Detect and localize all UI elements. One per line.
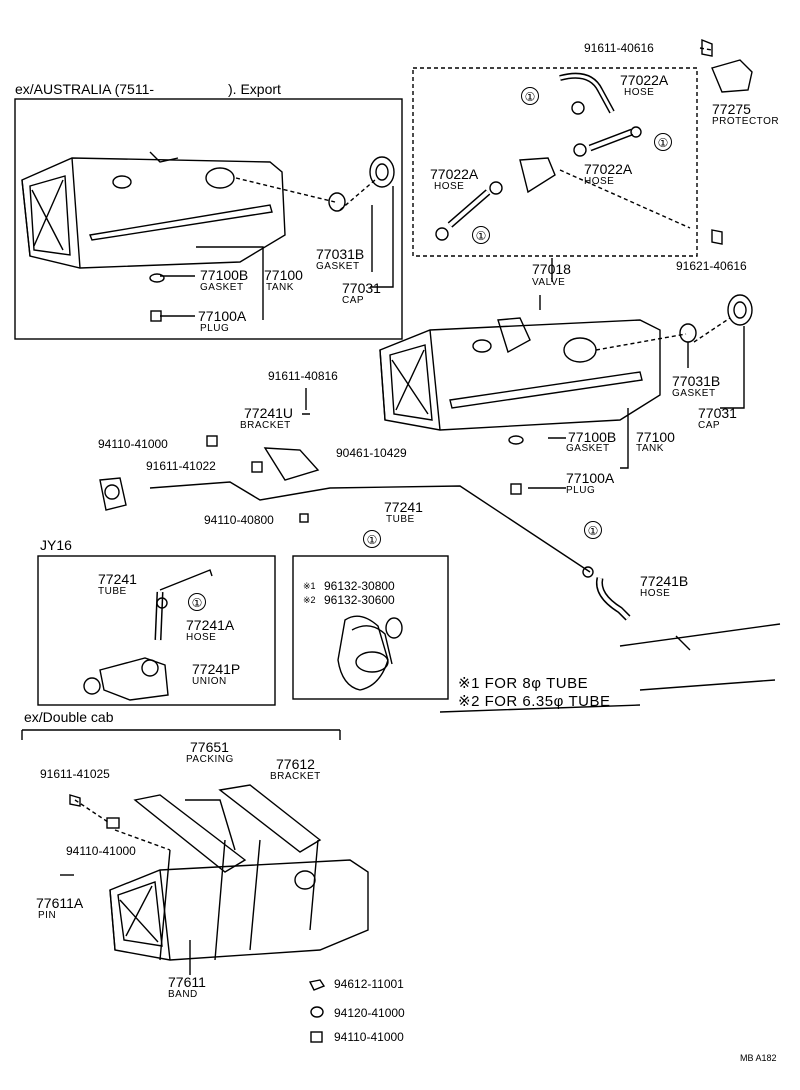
- main-77100a-name: PLUG: [566, 485, 596, 496]
- main-77100-name: TANK: [636, 443, 664, 454]
- part-77022a-left-name: HOSE: [434, 181, 465, 192]
- clamp-mark-2: ※2: [303, 595, 316, 605]
- jy16-77241a: 77241A: [186, 617, 235, 633]
- dc-94110-41000-b: 94110-41000: [334, 1030, 404, 1044]
- part-77022a-top-name: HOSE: [624, 87, 655, 98]
- main-tank: [379, 317, 661, 431]
- main-77100a: 77100A: [566, 470, 615, 486]
- part-77241u: 77241U: [244, 405, 294, 421]
- valve-hoses: [435, 72, 642, 241]
- circle-marker: ①: [521, 87, 539, 105]
- dc-94120-41000: 94120-41000: [334, 1006, 405, 1020]
- jy16-union: [83, 569, 213, 701]
- aus-77031: 77031: [342, 280, 381, 296]
- part-91611-40616: 91611-40616: [584, 41, 654, 55]
- jy16-77241p-name: UNION: [192, 676, 227, 687]
- dc-77612-name: BRACKET: [270, 771, 321, 782]
- circle-marker: ①: [363, 530, 381, 548]
- dc-77651: 77651: [190, 739, 229, 755]
- main-77031-name: CAP: [698, 420, 721, 431]
- clamp-96132-30800: 96132-30800: [324, 579, 395, 593]
- jy16-77241-name: TUBE: [98, 586, 127, 597]
- main-77100b: 77100B: [568, 429, 617, 445]
- jy16-frame: [37, 555, 276, 706]
- part-77241u-name: BRACKET: [240, 420, 291, 431]
- clamp-mark-1: ※1: [303, 581, 316, 591]
- aus-77100b-name: GASKET: [200, 282, 244, 293]
- double-cab-assembly: [60, 784, 369, 961]
- part-77275: 77275: [712, 101, 751, 117]
- dc-94612-11001: 94612-11001: [334, 977, 404, 991]
- main-77031b-name: GASKET: [672, 388, 716, 399]
- circle-marker: ①: [584, 521, 602, 539]
- dc-77611a-name: PIN: [38, 910, 57, 921]
- part-91621-40616: 91621-40616: [676, 259, 747, 273]
- protector-clip: [701, 38, 753, 245]
- australia-header-tail: ). Export: [228, 81, 281, 97]
- part-77022a-left: 77022A: [430, 166, 479, 182]
- aus-77031b: 77031B: [316, 246, 365, 262]
- aus-77100: 77100: [264, 267, 303, 283]
- jy16-77241p: 77241P: [192, 661, 241, 677]
- part-91611-40816: 91611-40816: [268, 369, 338, 383]
- dc-94110-41000: 94110-41000: [66, 844, 136, 858]
- note-635mm-tube: ※2 FOR 6.35φ TUBE: [458, 693, 611, 710]
- part-91611-41022: 91611-41022: [146, 459, 216, 473]
- part-77241b: 77241B: [640, 573, 689, 589]
- main-77031: 77031: [698, 405, 737, 421]
- aus-77100b: 77100B: [200, 267, 249, 283]
- jy16-header: JY16: [40, 537, 72, 553]
- circle-marker: ①: [472, 226, 490, 244]
- part-77022a-right-name: HOSE: [584, 176, 615, 187]
- circle-marker: ①: [654, 133, 672, 151]
- part-77018: 77018: [532, 261, 571, 277]
- double-cab-header: ex/Double cab: [24, 709, 114, 725]
- dc-77611: 77611: [168, 974, 206, 990]
- circle-marker: ①: [188, 593, 206, 611]
- hardware-icons: [308, 979, 326, 1043]
- aus-77100-name: TANK: [266, 282, 294, 293]
- fuel-tube: [99, 388, 781, 651]
- note-8mm-tube: ※1 FOR 8φ TUBE: [458, 675, 589, 692]
- jy16-77241: 77241: [98, 571, 137, 587]
- part-77022a-top: 77022A: [620, 72, 669, 88]
- footer-code: MB A182: [740, 1053, 777, 1063]
- main-gasket-plug: [508, 435, 524, 495]
- main-77031b: 77031B: [672, 373, 721, 389]
- aus-77100a: 77100A: [198, 308, 247, 324]
- part-90461-10429: 90461-10429: [336, 446, 407, 460]
- part-94110-40800: 94110-40800: [204, 513, 274, 527]
- main-77100: 77100: [636, 429, 675, 445]
- part-77241b-name: HOSE: [640, 588, 671, 599]
- aus-77031b-name: GASKET: [316, 261, 360, 272]
- aus-77100a-name: PLUG: [200, 323, 230, 334]
- clamp-96132-30600: 96132-30600: [324, 593, 395, 607]
- clamp-frame: [292, 555, 449, 700]
- part-77275-name: PROTECTOR: [712, 116, 780, 127]
- valve-group-frame: [412, 67, 698, 257]
- part-77022a-right: 77022A: [584, 161, 633, 177]
- australia-tank: [21, 151, 286, 269]
- dc-77612: 77612: [276, 756, 315, 772]
- clamp-sketch: [337, 615, 403, 691]
- australia-cap: [328, 156, 395, 212]
- dc-77611-name: BAND: [168, 989, 198, 1000]
- dc-91611-41025: 91611-41025: [40, 767, 110, 781]
- part-77241-name: TUBE: [386, 514, 415, 525]
- main-cap: [679, 294, 753, 343]
- dc-77611a: 77611A: [36, 895, 84, 911]
- part-77241: 77241: [384, 499, 423, 515]
- dc-77651-name: PACKING: [186, 754, 234, 765]
- aus-77031-name: CAP: [342, 295, 365, 306]
- part-77018-name: VALVE: [532, 277, 566, 288]
- australia-frame: [14, 98, 403, 340]
- jy16-77241a-name: HOSE: [186, 632, 217, 643]
- australia-header: ex/AUSTRALIA (7511-: [15, 81, 155, 97]
- part-94110-41000: 94110-41000: [98, 437, 168, 451]
- main-77100b-name: GASKET: [566, 443, 610, 454]
- australia-gasket-plug: [149, 273, 165, 322]
